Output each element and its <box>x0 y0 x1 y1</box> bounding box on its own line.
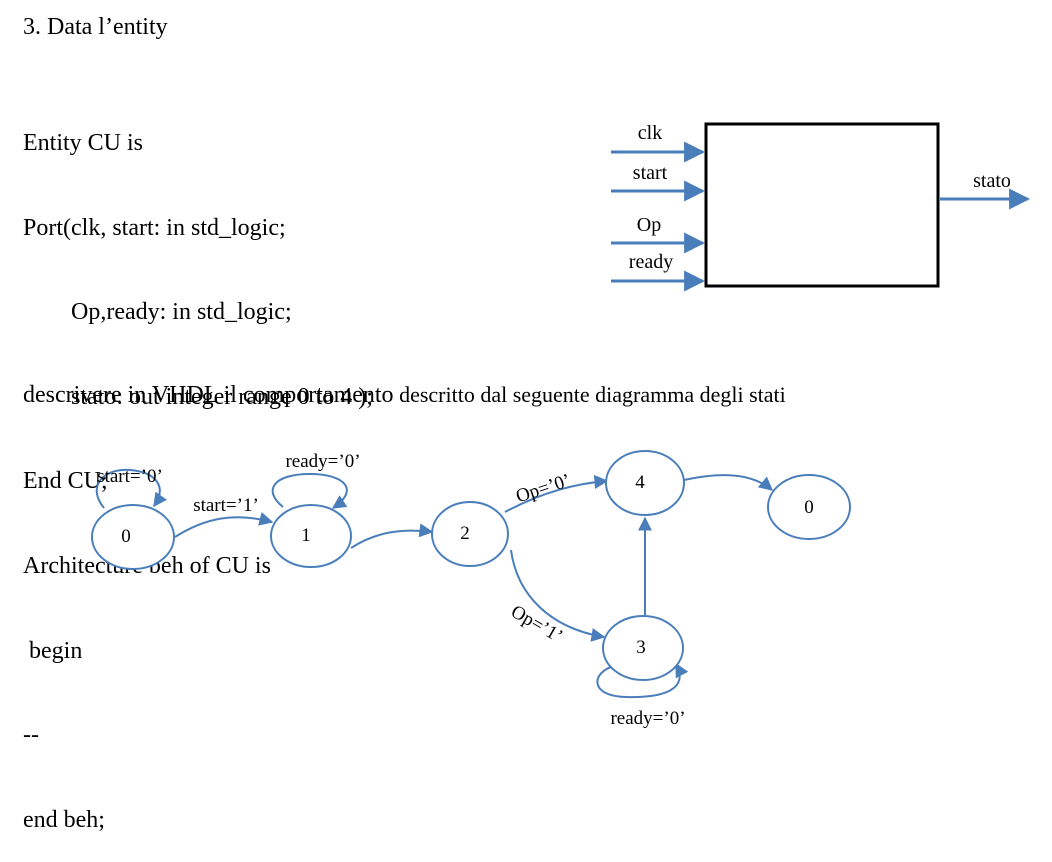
state-label: 2 <box>460 523 470 544</box>
instruction-main: descrivere in VHDL il comportamento <box>23 382 394 408</box>
output-label-stato: stato <box>973 170 1011 192</box>
state-0-final <box>767 474 851 540</box>
input-label-ready: ready <box>629 251 673 273</box>
input-label-clk: clk <box>638 122 662 144</box>
transition-4-to-0 <box>683 474 774 491</box>
code-line: -- <box>23 722 39 749</box>
instruction-text: descrivere in VHDL il comportamento desc… <box>23 380 786 410</box>
code-line: stato: out integer range 0 to 4 ); <box>23 383 373 410</box>
transition-label: start=’0’ <box>97 466 163 487</box>
exercise-heading: 3. Data l’entity <box>23 14 168 40</box>
transition-0-self <box>95 468 167 509</box>
transition-label: Op=’1’ <box>507 601 566 647</box>
diagram-canvas: clk start Op ready stato 0 1 2 3 <box>91 122 1031 729</box>
transition-label: ready=’0’ <box>285 451 360 472</box>
transition-label: ready=’0’ <box>610 708 685 729</box>
state-label: 0 <box>121 526 131 547</box>
transition-3-self <box>596 662 689 699</box>
transition-label: Op=’0’ <box>513 470 573 507</box>
transition-2-to-3 <box>510 549 606 642</box>
input-label-start: start <box>633 162 668 184</box>
code-line: Port(clk, start: in std_logic; <box>23 214 286 241</box>
entity-box <box>704 122 940 288</box>
entity-block-diagram: clk start Op ready stato <box>611 122 1031 292</box>
state-labels: 0 1 2 3 4 0 <box>121 472 814 658</box>
transition-1-self <box>271 472 348 509</box>
transition-1-to-2 <box>350 523 434 549</box>
code-line: End CU; <box>23 468 108 495</box>
code-line: end beh; <box>23 806 105 833</box>
state-diagram <box>91 450 851 699</box>
state-3 <box>602 615 684 681</box>
state-label: 0 <box>804 497 814 518</box>
code-line: begin <box>23 637 83 664</box>
code-line: Entity CU is <box>23 130 144 156</box>
state-2 <box>431 501 509 567</box>
code-line: Op,ready: in std_logic; <box>23 299 292 326</box>
transition-2-to-4 <box>504 474 609 513</box>
input-label-op: Op <box>637 214 661 236</box>
transition-label: start=’1’ <box>193 495 259 516</box>
state-label: 1 <box>301 525 311 546</box>
state-0 <box>91 504 175 570</box>
instruction-rest: descritto dal seguente diagramma degli s… <box>393 382 786 407</box>
state-1 <box>270 504 352 568</box>
state-label: 4 <box>635 472 645 493</box>
state-label: 3 <box>636 637 646 658</box>
transition-labels: start=’0’ start=’1’ ready=’0’ Op=’0’ Op=… <box>97 451 685 729</box>
state-4 <box>605 450 685 516</box>
transition-0-to-1 <box>174 512 274 538</box>
